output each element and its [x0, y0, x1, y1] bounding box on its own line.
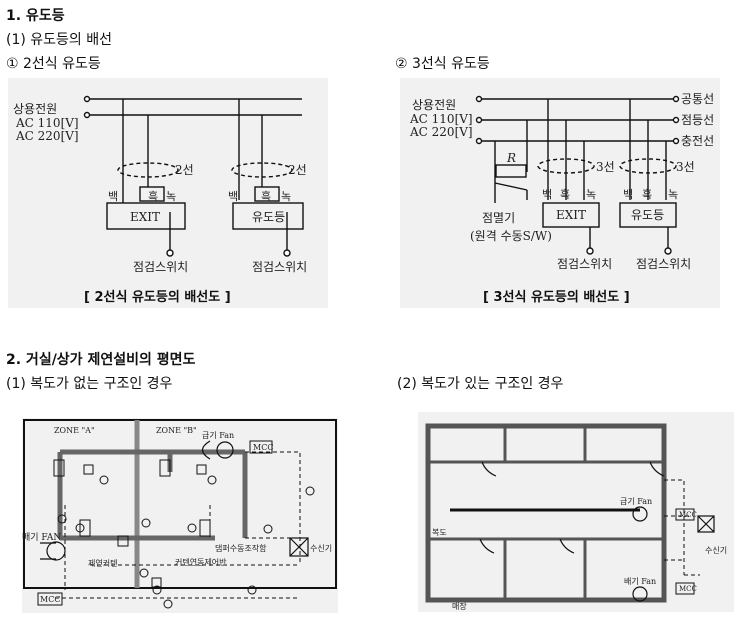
curtain-panel-label: 커텐연동제어반 [175, 557, 227, 567]
zone-b-label: ZONE "B" [156, 426, 197, 435]
mcc-label: MCC [679, 585, 697, 593]
white-wire-label: 백 [228, 190, 238, 203]
corridor-heading: (2) 복도가 있는 구조인 경우 [397, 376, 564, 392]
white-wire-label: 백 [108, 190, 118, 203]
switch-note: (원격 수동S/W) [470, 229, 552, 243]
ac220-label: AC 220[V] [15, 129, 79, 143]
supply-fan-label: 급기 Fan [202, 431, 234, 440]
exhaust-fan-label: 배기 FAN [22, 532, 61, 543]
receiver-label: 수신기 [310, 544, 332, 553]
exit-sign-label: EXIT [130, 210, 160, 224]
supply-label: 상용전원 [412, 98, 456, 112]
guide-lamp-label: 유도등 [631, 208, 664, 222]
mcc-label: MCC [253, 443, 273, 452]
relay-label: R [506, 151, 516, 165]
wire-count-label: 3선 [676, 160, 695, 174]
wire-count-label: 2선 [288, 163, 307, 177]
two-wire-heading: ① 2선식 유도등 [6, 56, 101, 72]
ac110-label: AC 110[V] [15, 116, 79, 130]
section-1-title: 1. 유도등 [6, 8, 65, 24]
section-1-subtitle: (1) 유도등의 배선 [6, 32, 113, 48]
lamp-wire-label: 점등선 [681, 113, 714, 127]
curtain-label: 제연커텐 [88, 558, 117, 568]
diagram-background [8, 78, 328, 308]
black-wire-label: 흑 [148, 189, 158, 203]
receiver-label: 수신기 [705, 546, 727, 555]
zone-a-label: ZONE "A" [54, 426, 95, 435]
three-wire-caption: [ 3선식 유도등의 배선도 ] [483, 290, 630, 305]
two-wire-caption: [ 2선식 유도등의 배선도 ] [84, 290, 231, 305]
ac110-label: AC 110[V] [409, 112, 473, 126]
wire-count-label: 3선 [596, 160, 615, 174]
no-corridor-heading: (1) 복도가 없는 구조인 경우 [6, 376, 173, 392]
mcc-label: MCC [679, 511, 697, 519]
plan-background [418, 412, 734, 612]
common-wire-label: 공통선 [681, 92, 714, 106]
section-2-title: 2. 거실/상가 제연설비의 평면도 [6, 352, 196, 368]
switch-label: 점멸기 [482, 211, 515, 225]
green-wire-label: 녹 [668, 188, 678, 201]
green-wire-label: 녹 [166, 190, 176, 203]
store-label: 매장 [452, 601, 467, 611]
black-wire-label: 흑 [560, 187, 570, 201]
black-wire-label: 흑 [642, 187, 652, 201]
wire-count-label: 2선 [175, 163, 194, 177]
test-switch-label: 점검스위치 [557, 257, 612, 271]
green-wire-label: 녹 [281, 190, 291, 203]
test-switch-label: 점검스위치 [636, 257, 691, 271]
three-wire-heading: ② 3선식 유도등 [395, 56, 490, 72]
green-wire-label: 녹 [586, 188, 596, 201]
white-wire-label: 백 [623, 188, 633, 201]
guide-lamp-label: 유도등 [252, 210, 285, 224]
damper-panel-label: 댐퍼수동조작함 [215, 543, 267, 553]
black-wire-label: 흑 [261, 189, 271, 203]
white-wire-label: 백 [542, 188, 552, 201]
test-switch-label: 점검스위치 [252, 260, 307, 274]
corridor-label: 복도 [432, 528, 447, 537]
ac220-label: AC 220[V] [409, 125, 473, 139]
supply-label: 상용전원 [13, 102, 57, 116]
charge-wire-label: 충전선 [681, 134, 714, 148]
supply-fan-label: 급기 Fan [620, 497, 652, 506]
test-switch-label: 점검스위치 [133, 260, 188, 274]
exhaust-fan-label: 배기 Fan [624, 577, 656, 586]
mcc-label: MCC [40, 595, 60, 604]
exit-sign-label: EXIT [556, 208, 586, 222]
